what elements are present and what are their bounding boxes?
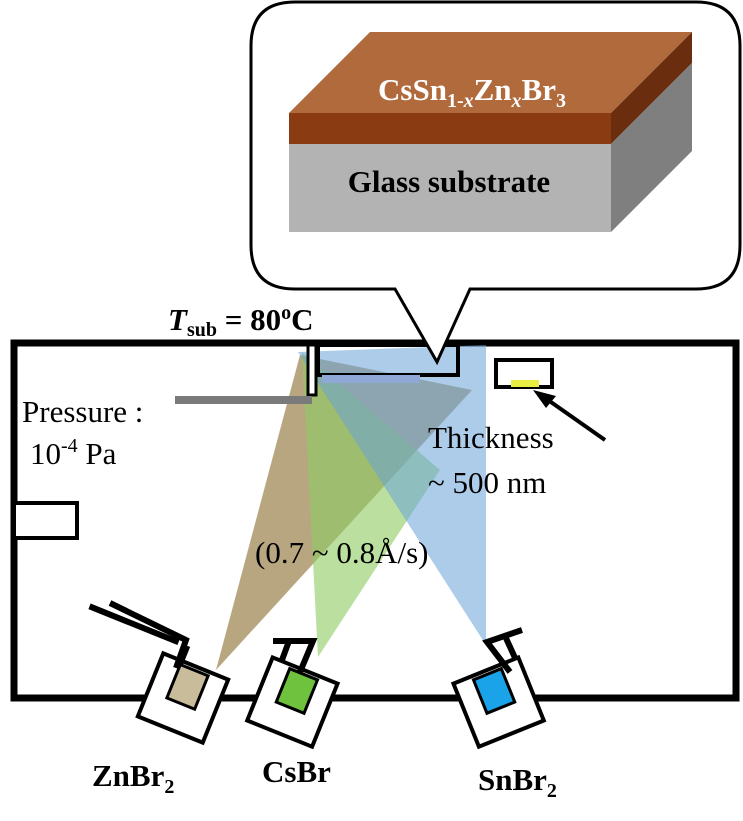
thickness-value: ~ 500 nm bbox=[428, 465, 546, 500]
pressure-base: 10 bbox=[30, 436, 61, 471]
pressure-exp: -4 bbox=[61, 435, 78, 457]
temp-symbol: T bbox=[168, 302, 188, 337]
csbr-vapor-cone bbox=[302, 352, 440, 657]
substrate-temperature-label: Tsub = 80oC bbox=[168, 302, 314, 341]
pressure-unit: Pa bbox=[78, 436, 117, 471]
substrate-shaft bbox=[306, 343, 318, 397]
csbr-label: CsBr bbox=[262, 754, 331, 789]
csbr-source bbox=[244, 654, 341, 750]
znbr2-name: ZnBr bbox=[92, 758, 165, 793]
film-sub-x1: x bbox=[463, 90, 474, 112]
snbr2-sub: 2 bbox=[547, 780, 557, 802]
thickness-arrow-head bbox=[533, 390, 556, 408]
snbr2-label: SnBr2 bbox=[478, 762, 557, 802]
snbr2-vapor-cone bbox=[298, 345, 486, 645]
snbr2-name: SnBr bbox=[478, 762, 547, 797]
csbr-material bbox=[274, 666, 320, 716]
temp-value: = 80 bbox=[217, 302, 281, 337]
temp-sup: o bbox=[281, 302, 291, 324]
znbr2-material bbox=[164, 662, 211, 712]
glass-substrate-front-face bbox=[289, 144, 611, 232]
pressure-label: Pressure : bbox=[22, 394, 143, 429]
znbr2-shutter-arm bbox=[178, 645, 191, 666]
thickness-sensor-crystal bbox=[511, 380, 539, 387]
glass-substrate-label: Glass substrate bbox=[348, 164, 550, 199]
snbr2-shutter-post bbox=[502, 634, 519, 662]
znbr2-source bbox=[88, 603, 231, 746]
thickness-arrow-line bbox=[546, 398, 607, 442]
film-sub-1: 1- bbox=[447, 90, 464, 112]
film-base: CsSn bbox=[378, 72, 447, 107]
csbr-shutter-post bbox=[279, 639, 292, 662]
film-front-face bbox=[289, 113, 611, 144]
znbr2-shutter-link bbox=[108, 600, 190, 670]
film-top-face bbox=[289, 32, 692, 113]
film-sub-3: 3 bbox=[556, 90, 566, 112]
film-side-face bbox=[611, 32, 692, 144]
znbr2-shutter bbox=[88, 603, 180, 646]
deposition-rate-label: (0.7 ~ 0.8Å/s) bbox=[255, 535, 428, 570]
temp-sub: sub bbox=[187, 319, 217, 341]
film-tail: Br bbox=[522, 72, 557, 107]
film-composition-label: CsSn1-xZnxBr3 bbox=[378, 72, 566, 112]
znbr2-sub: 2 bbox=[164, 776, 174, 798]
film-sub-x2: x bbox=[511, 90, 522, 112]
film-mid: Zn bbox=[474, 72, 512, 107]
pressure-value: 10-4 Pa bbox=[30, 435, 117, 471]
substrate-on-holder bbox=[322, 375, 420, 383]
snbr2-material bbox=[471, 666, 517, 716]
chamber-port bbox=[12, 501, 79, 540]
glass-substrate-side-face bbox=[611, 63, 692, 232]
thickness-label: Thickness bbox=[428, 420, 554, 455]
snbr2-source bbox=[450, 654, 547, 750]
snbr2-shutter bbox=[482, 627, 523, 674]
temp-unit: C bbox=[291, 302, 313, 337]
znbr2-label: ZnBr2 bbox=[92, 758, 174, 798]
